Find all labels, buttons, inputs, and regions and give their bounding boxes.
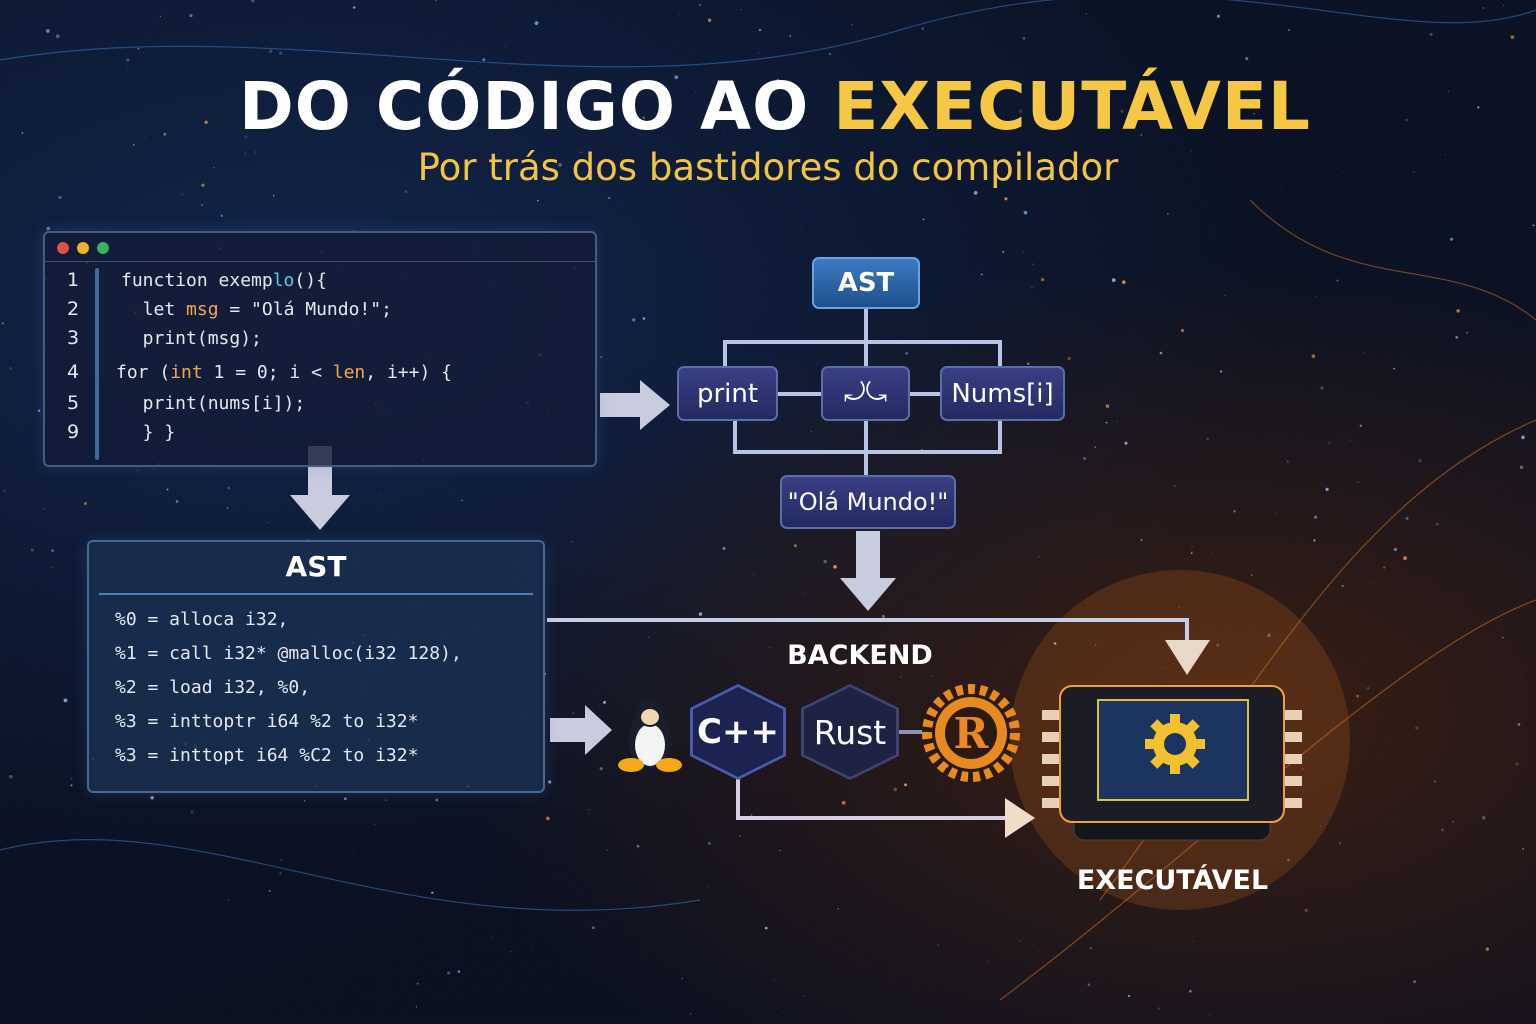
title-highlight: EXECUTÁVEL [833, 68, 1311, 145]
source-code-window: 1 2 3 4 5 9 function exemplo(){ let msg … [43, 231, 597, 467]
cpp-hex-badge: C++ [693, 687, 783, 777]
line-number: 2 [67, 298, 80, 320]
code-line: let msg = "Olá Mundo!"; [121, 299, 392, 320]
ast-root-node: AST [812, 257, 920, 309]
code-line: print(msg); [121, 328, 262, 349]
rust-gear-logo-icon: R [922, 684, 1020, 782]
ir-line: %3 = inttoptr i64 %2 to i32* [115, 711, 419, 732]
executable-label: EXECUTÁVEL [1076, 865, 1269, 896]
ir-line: %1 = call i32* @malloc(i32 128), [115, 643, 462, 664]
page-title: DO CÓDIGO AO EXECUTÁVEL [0, 68, 1536, 145]
ir-panel-title: AST [285, 550, 347, 583]
code-line: function exemplo(){ [121, 270, 327, 291]
line-number: 4 [67, 361, 80, 383]
ast-node-string: "Olá Mundo!" [780, 475, 956, 529]
minimize-dot-icon [77, 242, 89, 254]
ir-line: %2 = load i32, %0, [115, 677, 311, 698]
code-line: print(nums[i]); [121, 393, 306, 414]
arrow-code-to-ast [600, 380, 670, 430]
linux-penguin-icon [618, 699, 682, 772]
ast-node-loop: ⤾⤿ [821, 366, 910, 421]
arrow-ir-to-backend [550, 705, 612, 755]
ast-node-nums: Nums[i] [940, 366, 1065, 421]
code-gutter [95, 268, 99, 460]
arrow-code-to-ir [290, 446, 350, 530]
ir-line: %3 = inttopt i64 %C2 to i32* [115, 745, 419, 766]
backend-label: BACKEND [787, 640, 933, 671]
line-number: 9 [67, 421, 80, 443]
subtitle: Por trás dos bastidores do compilador [417, 146, 1119, 189]
svg-text:R: R [954, 709, 990, 758]
code-line: for (int 1 = 0; i < len, i++) { [116, 362, 452, 383]
close-dot-icon [57, 242, 69, 254]
line-number: 1 [67, 269, 80, 291]
code-line: } } [121, 422, 176, 443]
arrow-ast-to-backend [840, 531, 896, 611]
ast-node-print: print [677, 366, 778, 421]
line-number: 3 [67, 327, 80, 349]
line-number: 5 [67, 392, 80, 414]
title-part1: DO CÓDIGO AO [239, 68, 834, 145]
flow-arrows [290, 380, 1210, 838]
maximize-dot-icon [97, 242, 109, 254]
ir-panel: AST %0 = alloca i32, %1 = call i32* @mal… [87, 540, 545, 793]
cpu-chip-gear-icon [1042, 685, 1302, 841]
loop-arrows-icon: ⤾⤿ [843, 378, 888, 408]
ir-line: %0 = alloca i32, [115, 609, 289, 630]
